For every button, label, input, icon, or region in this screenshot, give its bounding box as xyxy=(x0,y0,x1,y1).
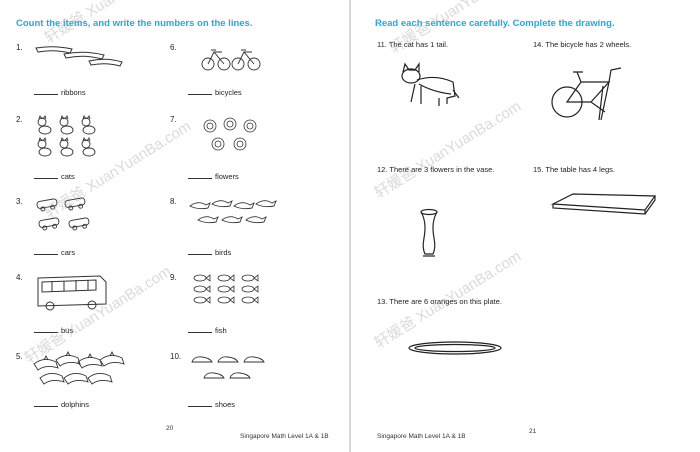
right-instruction: Read each sentence carefully. Complete t… xyxy=(375,18,615,29)
answer-line[interactable]: cats xyxy=(34,172,75,181)
question-12: 12. There are 3 flowers in the vase. xyxy=(377,165,495,174)
bicycle-icon xyxy=(201,49,261,71)
question-number: 5. xyxy=(16,352,23,361)
left-page: Count the items, and write the numbers o… xyxy=(0,0,349,452)
answer-line[interactable]: dolphins xyxy=(34,400,89,409)
bus-icon xyxy=(37,275,107,311)
question-15: 15. The table has 4 legs. xyxy=(533,165,616,174)
table-drawing xyxy=(550,193,657,215)
answer-line[interactable]: flowers xyxy=(188,172,239,181)
answer-line[interactable]: ribbons xyxy=(34,88,86,97)
question-13: 13. There are 6 oranges on this plate. xyxy=(377,297,502,306)
page-gutter xyxy=(349,0,351,452)
left-instruction: Count the items, and write the numbers o… xyxy=(16,18,253,29)
page-number: 20 xyxy=(166,425,174,432)
answer-line[interactable]: shoes xyxy=(188,400,235,409)
answer-line[interactable]: birds xyxy=(188,248,231,257)
question-number: 9. xyxy=(170,273,177,282)
answer-line[interactable]: fish xyxy=(188,326,227,335)
question-number: 2. xyxy=(16,115,23,124)
question-number: 6. xyxy=(170,43,177,52)
question-number: 4. xyxy=(16,273,23,282)
page-footer: Singapore Math Level 1A & 1B xyxy=(240,433,329,440)
answer-line[interactable]: cars xyxy=(34,248,75,257)
question-number: 8. xyxy=(170,197,177,206)
question-14: 14. The bicycle has 2 wheels. xyxy=(533,40,632,49)
question-number: 3. xyxy=(16,197,23,206)
answer-line[interactable]: bus xyxy=(34,326,73,335)
plate-drawing xyxy=(408,341,502,355)
question-11: 11. The cat has 1 tail. xyxy=(377,40,449,49)
page-number: 21 xyxy=(529,428,537,435)
bird-icon xyxy=(189,200,277,224)
ribbon-icon xyxy=(35,46,123,67)
cat-icon xyxy=(37,114,96,157)
vase-drawing xyxy=(420,208,438,257)
question-number: 10. xyxy=(170,352,182,361)
fish-icon xyxy=(193,274,259,304)
right-page: Read each sentence carefully. Complete t… xyxy=(351,0,700,452)
car-icon xyxy=(36,197,90,231)
shoe-icon xyxy=(191,356,265,379)
cat-drawing xyxy=(401,62,460,106)
page-footer: Singapore Math Level 1A & 1B xyxy=(377,433,466,440)
bicycle-drawing xyxy=(551,67,622,121)
dolphin-icon xyxy=(33,350,125,385)
flower-icon xyxy=(203,117,257,151)
question-number: 1. xyxy=(16,43,23,52)
answer-line[interactable]: bicycles xyxy=(188,88,242,97)
question-number: 7. xyxy=(170,115,177,124)
